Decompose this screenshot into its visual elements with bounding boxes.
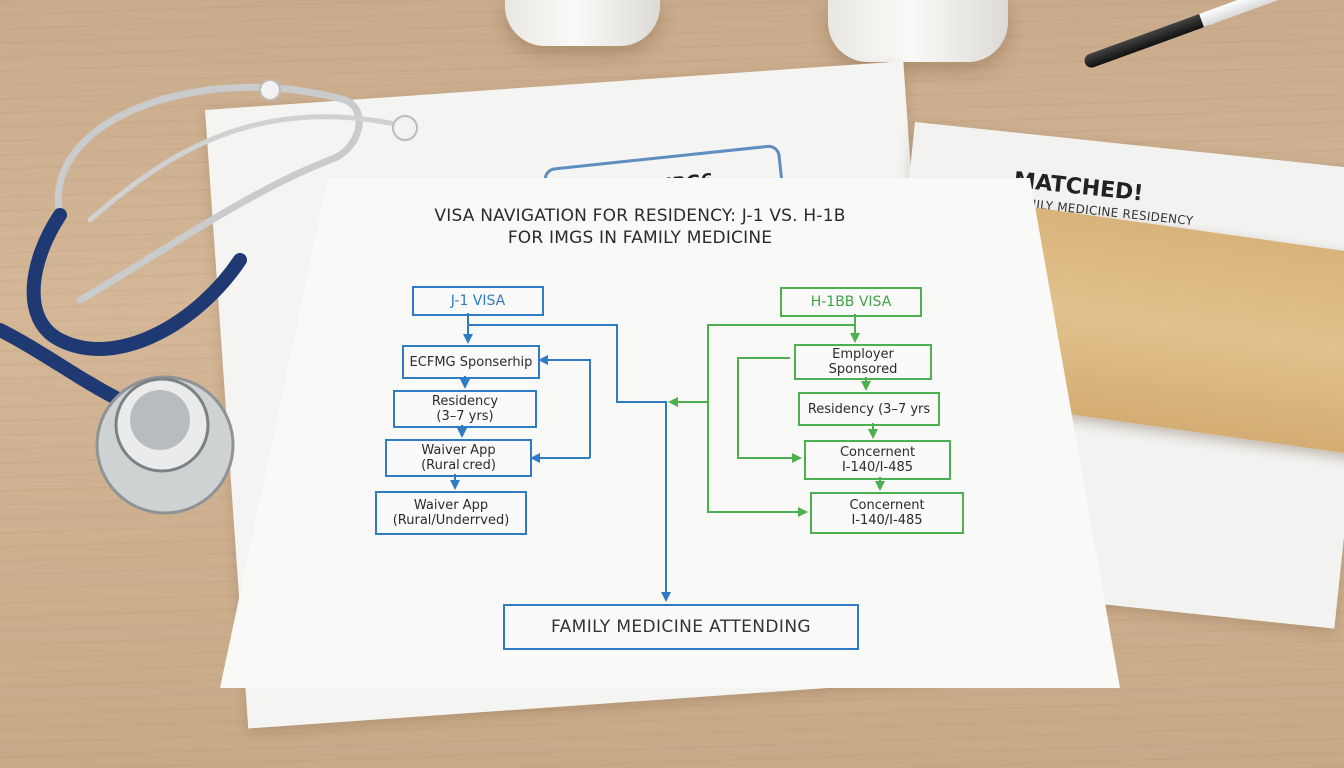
flowchart-title-line1: VISA NAVIGATION FOR RESIDENCY: J-1 VS. H… [434, 206, 846, 226]
flowchart-sheet [220, 178, 1120, 688]
stethoscope [0, 79, 418, 515]
flowchart-title-line2: FOR IMGS IN FAMILY MEDICINE [507, 228, 773, 248]
flowchart-sheet-paper [220, 178, 1120, 688]
j1-step-residency: Residency (3–7 yrs) [393, 390, 537, 428]
outcome-box: FAMILY MEDICINE ATTENDING [503, 604, 859, 650]
h1b-step-concurrent-2: Concernent I-140/I-485 [810, 492, 964, 534]
mug-left [505, 0, 660, 46]
j1-step-waiver-2: Waiver App (Rural/Underrved) [375, 491, 527, 535]
h1b-step-concurrent-1: Concernent I-140/I-485 [804, 440, 951, 480]
h1b-step-residency: Residency (3–7 yrs [798, 392, 940, 426]
j1-step-waiver-1: Waiver App (Rural cred) [385, 439, 532, 477]
h1b-visa-header: H-1BB VISA [780, 287, 922, 317]
mug-right [828, 0, 1008, 62]
j1-step-ecfmg: ECFMG Sponserhip [402, 345, 540, 379]
j1-visa-header: J-1 VISA [412, 286, 544, 316]
h1b-step-employer: Employer Sponsored [794, 344, 932, 380]
